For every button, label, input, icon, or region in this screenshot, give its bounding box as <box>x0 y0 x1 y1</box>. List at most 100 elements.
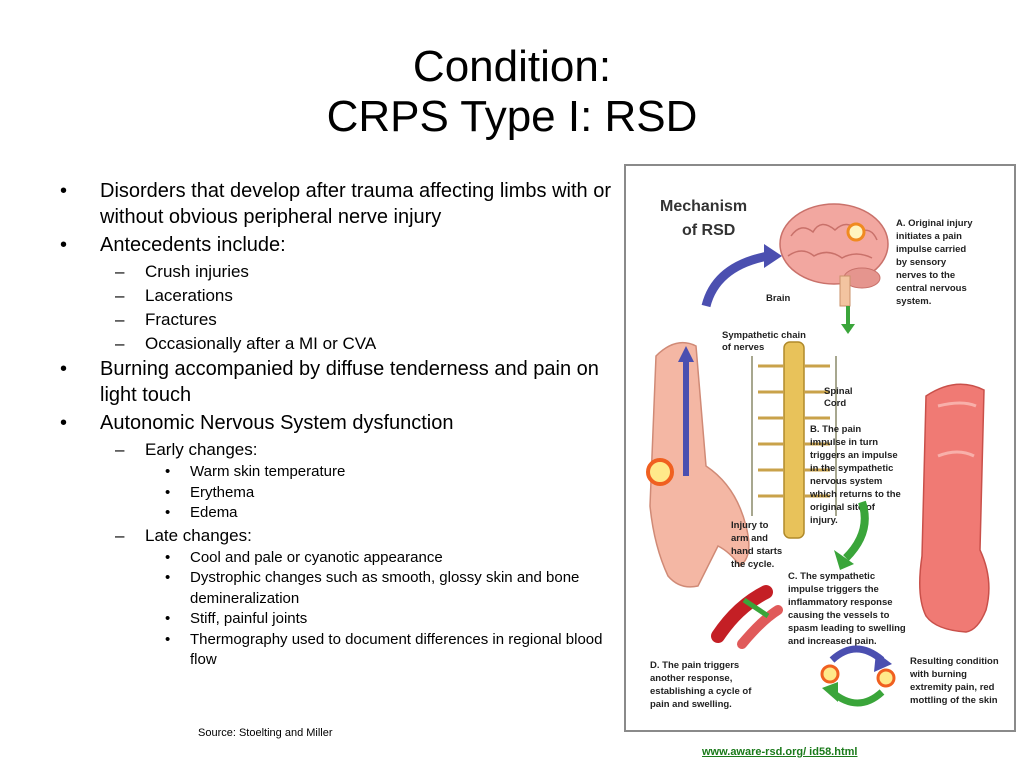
figure-title-line-1: Mechanism <box>660 198 747 215</box>
spinal-cord-illustration <box>751 341 837 539</box>
step-a-line: central nervous <box>896 283 967 294</box>
bullet-list: • Disorders that develop after trauma aff… <box>60 178 620 671</box>
sub-bullet-item: – Crush injuries <box>60 260 620 284</box>
dot-marker: • <box>165 483 171 501</box>
dash-marker: – <box>115 440 125 459</box>
step-b-line: triggers an impulse <box>810 450 898 461</box>
step-a-line: system. <box>896 296 931 307</box>
mechanism-diagram: Mechanism of RSD Brain A. Original injur… <box>646 198 999 710</box>
brain-label: Brain <box>766 293 790 304</box>
bullet-text: Antecedents include: <box>100 234 286 256</box>
dot-marker: • <box>165 504 171 521</box>
bullet-text: Autonomic Nervous System dysfunction <box>100 412 454 434</box>
green-down-arrowhead-icon <box>841 324 855 334</box>
sub-sub-bullet-text: Warm skin temperature <box>190 463 346 480</box>
step-c-text: C. The sympathetic impulse triggers the … <box>788 571 906 647</box>
sub-sub-bullet-item: •Warm skin temperature <box>60 462 620 483</box>
bullet-item: • Disorders that develop after trauma aff… <box>60 178 620 230</box>
result-line: extremity pain, red <box>910 682 995 693</box>
result-line: Resulting condition <box>910 656 999 667</box>
step-a-text: A. Original injury initiates a pain impu… <box>896 218 973 307</box>
sub-bullet-text: Early changes: <box>145 440 258 459</box>
step-b-line: nervous system <box>810 476 882 487</box>
dash-marker: – <box>115 262 125 281</box>
bullet-marker: • <box>60 358 68 380</box>
sub-bullet-item: – Fractures <box>60 308 620 332</box>
sub-sub-bullet-text: Edema <box>190 504 238 521</box>
step-d-line: pain and swelling. <box>650 699 732 710</box>
slide-title: Condition: CRPS Type I: RSD <box>0 42 1024 142</box>
dash-marker: – <box>115 334 125 353</box>
green-arrow-icon <box>843 500 869 561</box>
step-c-line: spasm leading to swelling <box>788 623 906 634</box>
step-b-line: impulse in turn <box>810 437 878 448</box>
reference-link[interactable]: www.aware-rsd.org/ id58.html <box>702 746 858 758</box>
step-a-line: initiates a pain <box>896 231 962 242</box>
dot-marker: • <box>165 569 171 586</box>
step-a-line: A. Original injury <box>896 218 973 229</box>
blood-vessel-illustration <box>711 585 783 649</box>
step-c-line: causing the vessels to <box>788 610 890 621</box>
sub-bullet-item: –Late changes: <box>60 524 620 548</box>
dash-marker: – <box>115 286 125 305</box>
bullet-item: • Autonomic Nervous System dysfunction <box>60 410 620 436</box>
sub-sub-bullet-item: •Cool and pale or cyanotic appearance <box>60 548 620 569</box>
step-c-line: inflammatory response <box>788 597 893 608</box>
figure-title-line-2: of RSD <box>682 222 735 239</box>
sub-bullet-text: Late changes: <box>145 525 252 545</box>
step-d-line: another response, <box>650 673 732 684</box>
spinal-cord-label: Spinal <box>824 386 853 397</box>
bullet-text: Burning accompanied by diffuse tendernes… <box>100 358 599 406</box>
injury-label: Injury to <box>731 520 769 531</box>
rsd-mechanism-figure: Mechanism of RSD Brain A. Original injur… <box>624 164 1016 732</box>
sub-bullet-item: – Early changes: <box>60 438 620 462</box>
bullet-marker: • <box>60 180 68 202</box>
sub-bullet-text: Occasionally after a MI or CVA <box>145 334 377 353</box>
injury-label: arm and <box>731 533 768 544</box>
sympathetic-chain-label: Sympathetic chain <box>722 330 806 341</box>
step-d-line: D. The pain triggers <box>650 660 739 671</box>
dash-marker: – <box>115 525 125 545</box>
sub-sub-bullet-item: • Erythema <box>60 483 620 504</box>
step-c-line: C. The sympathetic <box>788 571 875 582</box>
sub-bullet-text: Fractures <box>145 310 217 329</box>
dash-marker: – <box>115 310 125 329</box>
step-b-line: injury. <box>810 515 838 526</box>
cycle-icon <box>820 645 896 707</box>
title-line-2: CRPS Type I: RSD <box>326 92 698 141</box>
bullet-text: Disorders that develop after trauma affe… <box>100 180 611 228</box>
step-c-line: and increased pain. <box>788 636 877 647</box>
step-a-line: impulse carried <box>896 244 966 255</box>
brain-illustration <box>779 203 889 307</box>
step-c-line: impulse triggers the <box>788 584 879 595</box>
sub-bullet-item: –Lacerations <box>60 284 620 308</box>
bullet-item: • Burning accompanied by diffuse tenderne… <box>60 356 620 408</box>
result-line: mottling of the skin <box>910 695 998 706</box>
bullet-marker: • <box>60 234 68 256</box>
bullet-item: • Antecedents include: <box>60 232 620 258</box>
step-d-line: establishing a cycle of <box>650 686 752 697</box>
step-b-line: B. The pain <box>810 424 861 435</box>
step-a-line: nerves to the <box>896 270 955 281</box>
spinal-cord-label: Cord <box>824 398 846 409</box>
sub-sub-bullet-text: Erythema <box>190 483 255 501</box>
affected-arm-illustration <box>919 383 990 633</box>
title-line-1: Condition: <box>412 42 612 91</box>
dot-marker: • <box>165 630 171 648</box>
sub-bullet-item: – Occasionally after a MI or CVA <box>60 332 620 356</box>
result-text: Resulting condition with burning extremi… <box>909 656 999 706</box>
dot-marker: • <box>165 548 171 566</box>
green-arrowhead-icon <box>834 550 854 570</box>
injury-label: hand starts <box>731 546 782 557</box>
step-b-text: B. The pain impulse in turn triggers an … <box>809 424 901 526</box>
step-d-text: D. The pain triggers another response, e… <box>650 660 752 710</box>
sub-sub-bullet-text: Dystrophic changes such as smooth, gloss… <box>190 569 580 607</box>
sub-bullet-text: Crush injuries <box>145 262 249 281</box>
bullet-marker: • <box>60 412 68 434</box>
step-b-line: which returns to the <box>809 489 901 500</box>
sub-sub-bullet-text: Stiff, painful joints <box>190 610 308 627</box>
blue-arrowhead-icon <box>764 244 782 268</box>
sub-sub-bullet-item: •Thermography used to document differenc… <box>60 630 620 671</box>
step-a-line: by sensory <box>896 257 947 268</box>
source-citation: Source: Stoelting and Miller <box>198 727 333 739</box>
